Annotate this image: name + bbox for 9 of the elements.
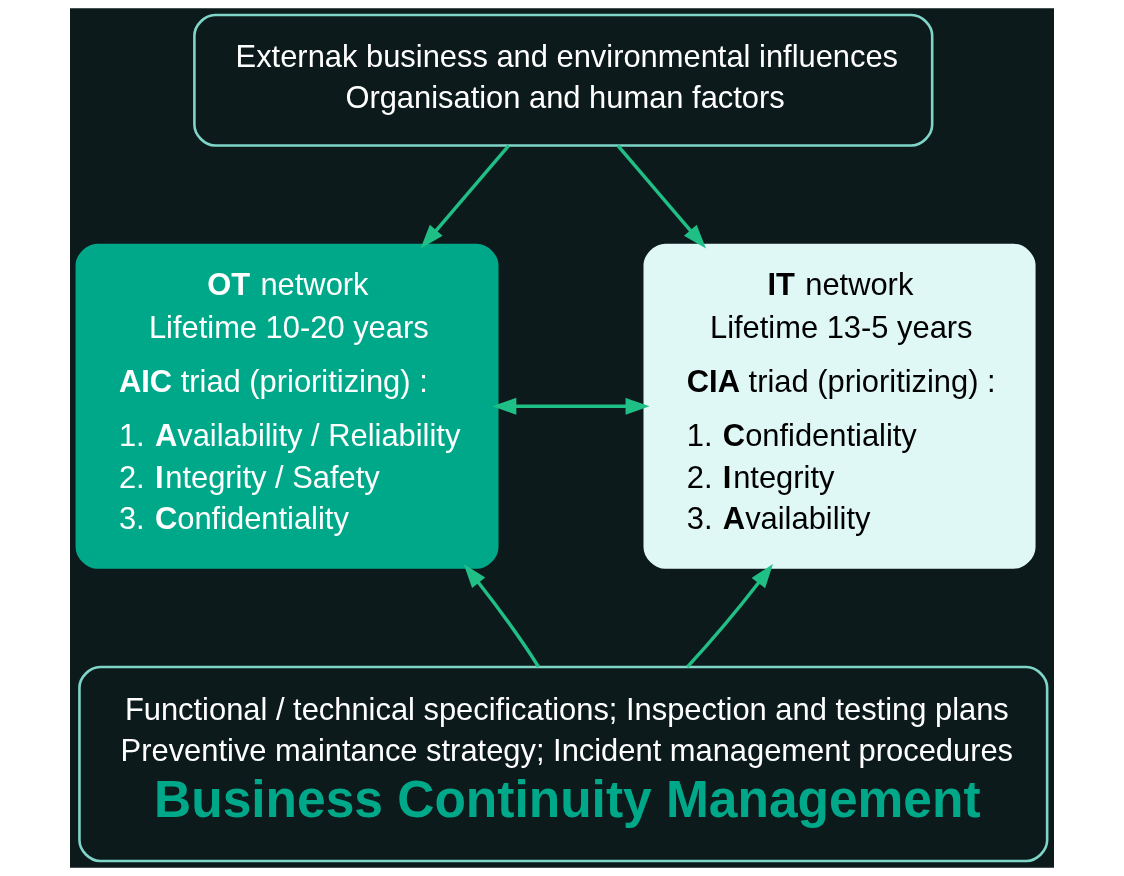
node-box: Externak business and environmental influences Organisation and human factors xyxy=(193,13,934,147)
arrow xyxy=(616,144,706,249)
node-box: OT network Lifetime 10-20 years AIC triad (prioritizing) : 1. Availability / Reliability 2. Integrity / Safety 3. Confidentiality xyxy=(75,243,499,569)
arrow xyxy=(492,397,650,415)
node-box: IT network Lifetime 13-5 years CIA triad (prioritizing) : 1. Confidentiality 2. Integrity 3. Availability xyxy=(643,243,1036,569)
arrow xyxy=(420,144,510,249)
arrow xyxy=(463,563,541,668)
node-box: Functional / technical specifications; Inspection and testing plans Preventive maintance strategy; Incident management procedures Business Continuity Management xyxy=(78,665,1049,863)
arrow xyxy=(686,563,773,668)
